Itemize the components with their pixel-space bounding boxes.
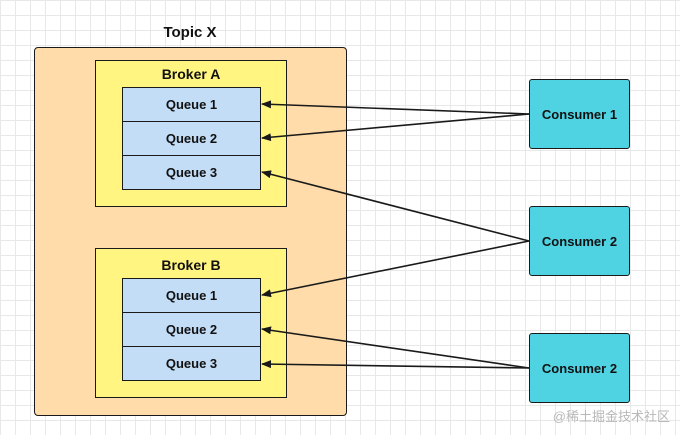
topic-label: Topic X [163, 23, 217, 41]
arrow-c2-to-broker-b-q1 [261, 240, 530, 298]
arrow-c3-to-broker-b-q2 [261, 326, 530, 369]
arrow-c1-to-broker-a-q1 [261, 100, 530, 115]
watermark: @稀土掘金技术社区 [552, 409, 670, 424]
arrow-c2-to-broker-a-q3 [261, 170, 530, 242]
consumer-2-box: Consumer 2 [529, 206, 630, 276]
broker-b-queue-3: Queue 3 [122, 346, 261, 381]
broker-b-queue-1: Queue 1 [122, 278, 261, 313]
consumer-3-box: Consumer 2 [529, 333, 630, 403]
broker-a-queue-1: Queue 1 [122, 87, 261, 122]
arrow-c1-to-broker-a-q2 [261, 113, 530, 142]
broker-a-title: Broker A [161, 66, 221, 82]
broker-b-title: Broker B [161, 257, 221, 273]
arrow-c3-to-broker-b-q3 [261, 360, 530, 369]
consumer-1-box: Consumer 1 [529, 79, 630, 149]
broker-a-queue-3: Queue 3 [122, 155, 261, 190]
